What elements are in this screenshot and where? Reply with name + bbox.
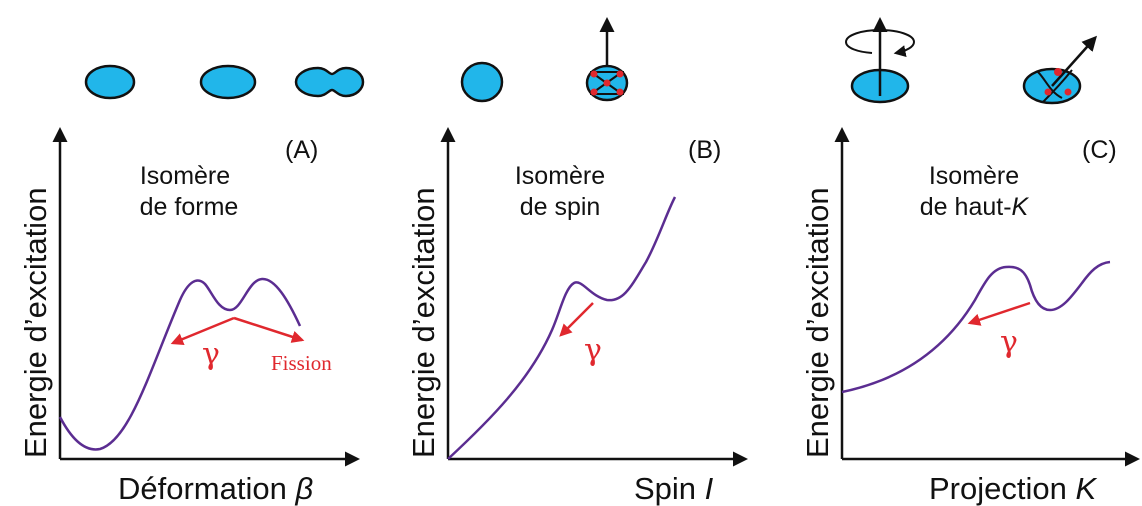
panel-c-nuclei <box>844 17 1098 105</box>
panel-a: Energie d’excitation Déformation β (A) I… <box>18 64 365 506</box>
panel-a-fission-label: Fission <box>271 351 332 375</box>
panel-a-x-symbol: β <box>294 471 313 506</box>
panel-c-tag: (C) <box>1082 136 1117 164</box>
panel-b-isomer-line2: de spin <box>520 193 601 221</box>
panel-b-tag: (B) <box>688 136 721 164</box>
panel-c-isomer-line2-text: de haut- <box>920 193 1012 221</box>
nucleon-icon <box>590 70 598 78</box>
fissioning-nucleus-icon <box>294 66 365 98</box>
spin-nucleus-icon <box>585 17 629 102</box>
panel-a-nuclei <box>84 64 365 100</box>
panel-a-fission-arrow <box>233 316 305 343</box>
panel-a-x-label: Déformation β <box>118 471 313 506</box>
panel-b-y-label: Energie d’excitation <box>406 187 441 458</box>
nucleon-icon <box>1064 88 1072 96</box>
panel-b-energy-curve <box>447 196 677 460</box>
spin-arrow-icon <box>1051 35 1098 87</box>
collective-rotation-nucleus-icon <box>844 17 916 104</box>
panel-a-x-label-text: Déformation <box>118 471 295 506</box>
nucleon-icon <box>603 79 611 87</box>
panel-b-nuclei <box>460 17 629 103</box>
deformed-nucleus-icon <box>199 64 257 100</box>
panel-b-gamma-arrow <box>559 302 594 337</box>
panel-c-energy-curve <box>841 260 1111 394</box>
rotation-loop-icon <box>844 28 916 57</box>
panel-b: Energie d’excitation Spin I (B) Isomère … <box>406 17 748 506</box>
panel-a-tag: (A) <box>285 136 318 164</box>
panel-c-isomer-line2: de haut-K <box>920 193 1030 221</box>
panel-a-energy-curve <box>58 277 302 451</box>
nucleon-icon <box>1054 68 1062 76</box>
panel-c-y-label: Energie d’excitation <box>800 187 835 458</box>
panel-a-isomer-line2: de forme <box>140 193 239 221</box>
panel-a-y-label: Energie d’excitation <box>18 187 53 458</box>
panel-c-x-symbol: K <box>1075 471 1097 506</box>
panel-a-gamma-label: γ <box>202 337 220 372</box>
nucleon-icon <box>616 88 624 96</box>
nucleon-icon <box>616 70 624 78</box>
spherical-nucleus-icon <box>84 64 136 100</box>
panel-b-gamma-label: γ <box>584 333 602 368</box>
panel-c-isomer-line1: Isomère <box>929 162 1019 190</box>
panel-b-x-label: Spin I <box>634 471 714 506</box>
panel-c: Energie d’excitation Projection K (C) Is… <box>800 17 1140 506</box>
panel-c-x-label-text: Projection <box>929 471 1075 506</box>
panel-b-isomer-line1: Isomère <box>515 162 605 190</box>
panel-c-x-label: Projection K <box>929 471 1097 506</box>
panel-a-isomer-line1: Isomère <box>140 162 230 190</box>
nucleon-icon <box>1044 88 1052 96</box>
panel-c-gamma-arrow <box>967 301 1031 326</box>
panel-a-gamma-arrow <box>170 316 235 345</box>
nucleon-icon <box>590 88 598 96</box>
panel-b-x-symbol: I <box>705 471 714 506</box>
single-particle-nucleus-icon <box>1022 35 1098 105</box>
spherical-nucleus-icon <box>460 61 504 103</box>
panel-b-x-label-text: Spin <box>634 471 705 506</box>
panel-c-gamma-label: γ <box>1000 325 1018 360</box>
panel-c-isomer-line2-symbol: K <box>1012 193 1030 221</box>
